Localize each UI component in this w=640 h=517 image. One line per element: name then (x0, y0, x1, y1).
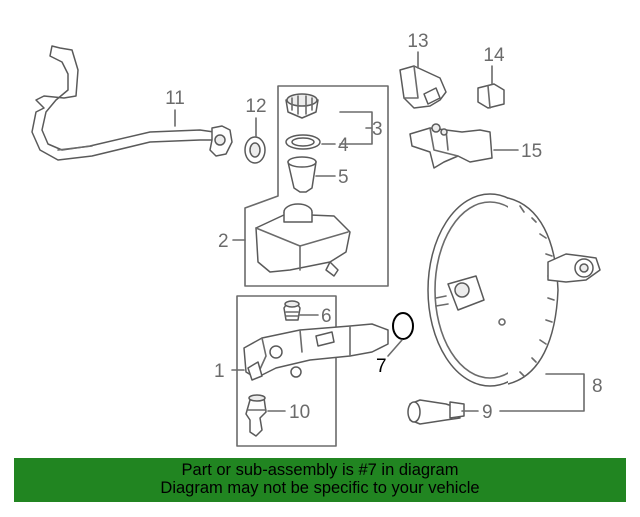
seal-ring-part-4 (285, 134, 321, 150)
reservoir-group-box (244, 85, 389, 287)
brake-booster-part-8 (427, 193, 601, 387)
callout-2: 2 (218, 231, 229, 252)
info-banner: Part or sub-assembly is #7 in diagram Di… (14, 458, 626, 502)
callout-10: 10 (289, 402, 310, 423)
vacuum-hose-part-11 (31, 45, 233, 161)
module-part-13 (399, 65, 447, 109)
callout-5: 5 (338, 167, 349, 188)
grommet-part-12 (244, 136, 266, 164)
connector-part-14 (477, 83, 505, 109)
callout-8: 8 (592, 376, 603, 397)
bracket-part-15 (409, 123, 493, 169)
callout-12: 12 (245, 96, 266, 117)
banner-line-1: Part or sub-assembly is #7 in diagram (181, 461, 459, 479)
callout-15: 15 (521, 141, 542, 162)
callout-6: 6 (321, 306, 332, 327)
callout-1: 1 (214, 361, 225, 382)
callout-3: 3 (372, 119, 383, 140)
o-ring-part-7 (392, 312, 414, 340)
check-valve-part-9 (407, 399, 465, 425)
callout-11: 11 (165, 88, 185, 109)
callout-14: 14 (483, 45, 505, 66)
strainer-part-5 (287, 156, 317, 193)
reservoir-tank-part-2 (255, 203, 351, 277)
plug-part-6 (283, 300, 301, 321)
master-cylinder-part-1 (243, 323, 389, 381)
banner-line-2: Diagram may not be specific to your vehi… (160, 479, 480, 497)
leader-lines (174, 51, 585, 412)
master-cylinder-group-box (236, 295, 337, 447)
callout-9: 9 (482, 402, 493, 423)
reservoir-cap-part-3 (285, 93, 319, 119)
callout-4: 4 (338, 135, 349, 156)
callout-13: 13 (407, 31, 428, 52)
callout-7: 7 (376, 356, 387, 377)
sensor-part-10 (245, 394, 267, 437)
